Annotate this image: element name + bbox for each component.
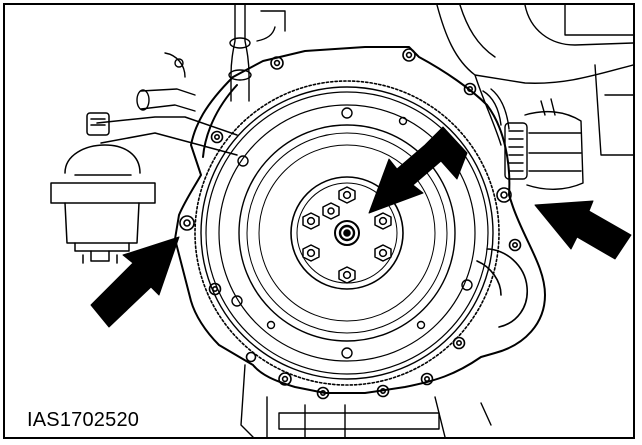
sensor-connector [482, 88, 528, 180]
lower-housing [240, 364, 492, 437]
arrow-center [368, 126, 468, 214]
arrow-left [90, 236, 180, 328]
intake-pipe [136, 52, 196, 112]
indicator-arrows [90, 126, 632, 328]
diagram-frame: IAS1702520 [3, 3, 635, 439]
converter-housing-plate [174, 46, 546, 394]
engine-block-outline [436, 5, 633, 190]
flywheel-illustration [50, 5, 633, 437]
housing-right-web [476, 248, 528, 328]
crankshaft-bolts [302, 186, 392, 284]
figure-code-label: IAS1702520 [27, 409, 140, 431]
left-engine-mount [50, 112, 238, 264]
flywheel [194, 80, 500, 386]
arrow-right [534, 200, 632, 260]
housing-bolts [179, 48, 522, 400]
dipstick-tube [228, 5, 286, 102]
